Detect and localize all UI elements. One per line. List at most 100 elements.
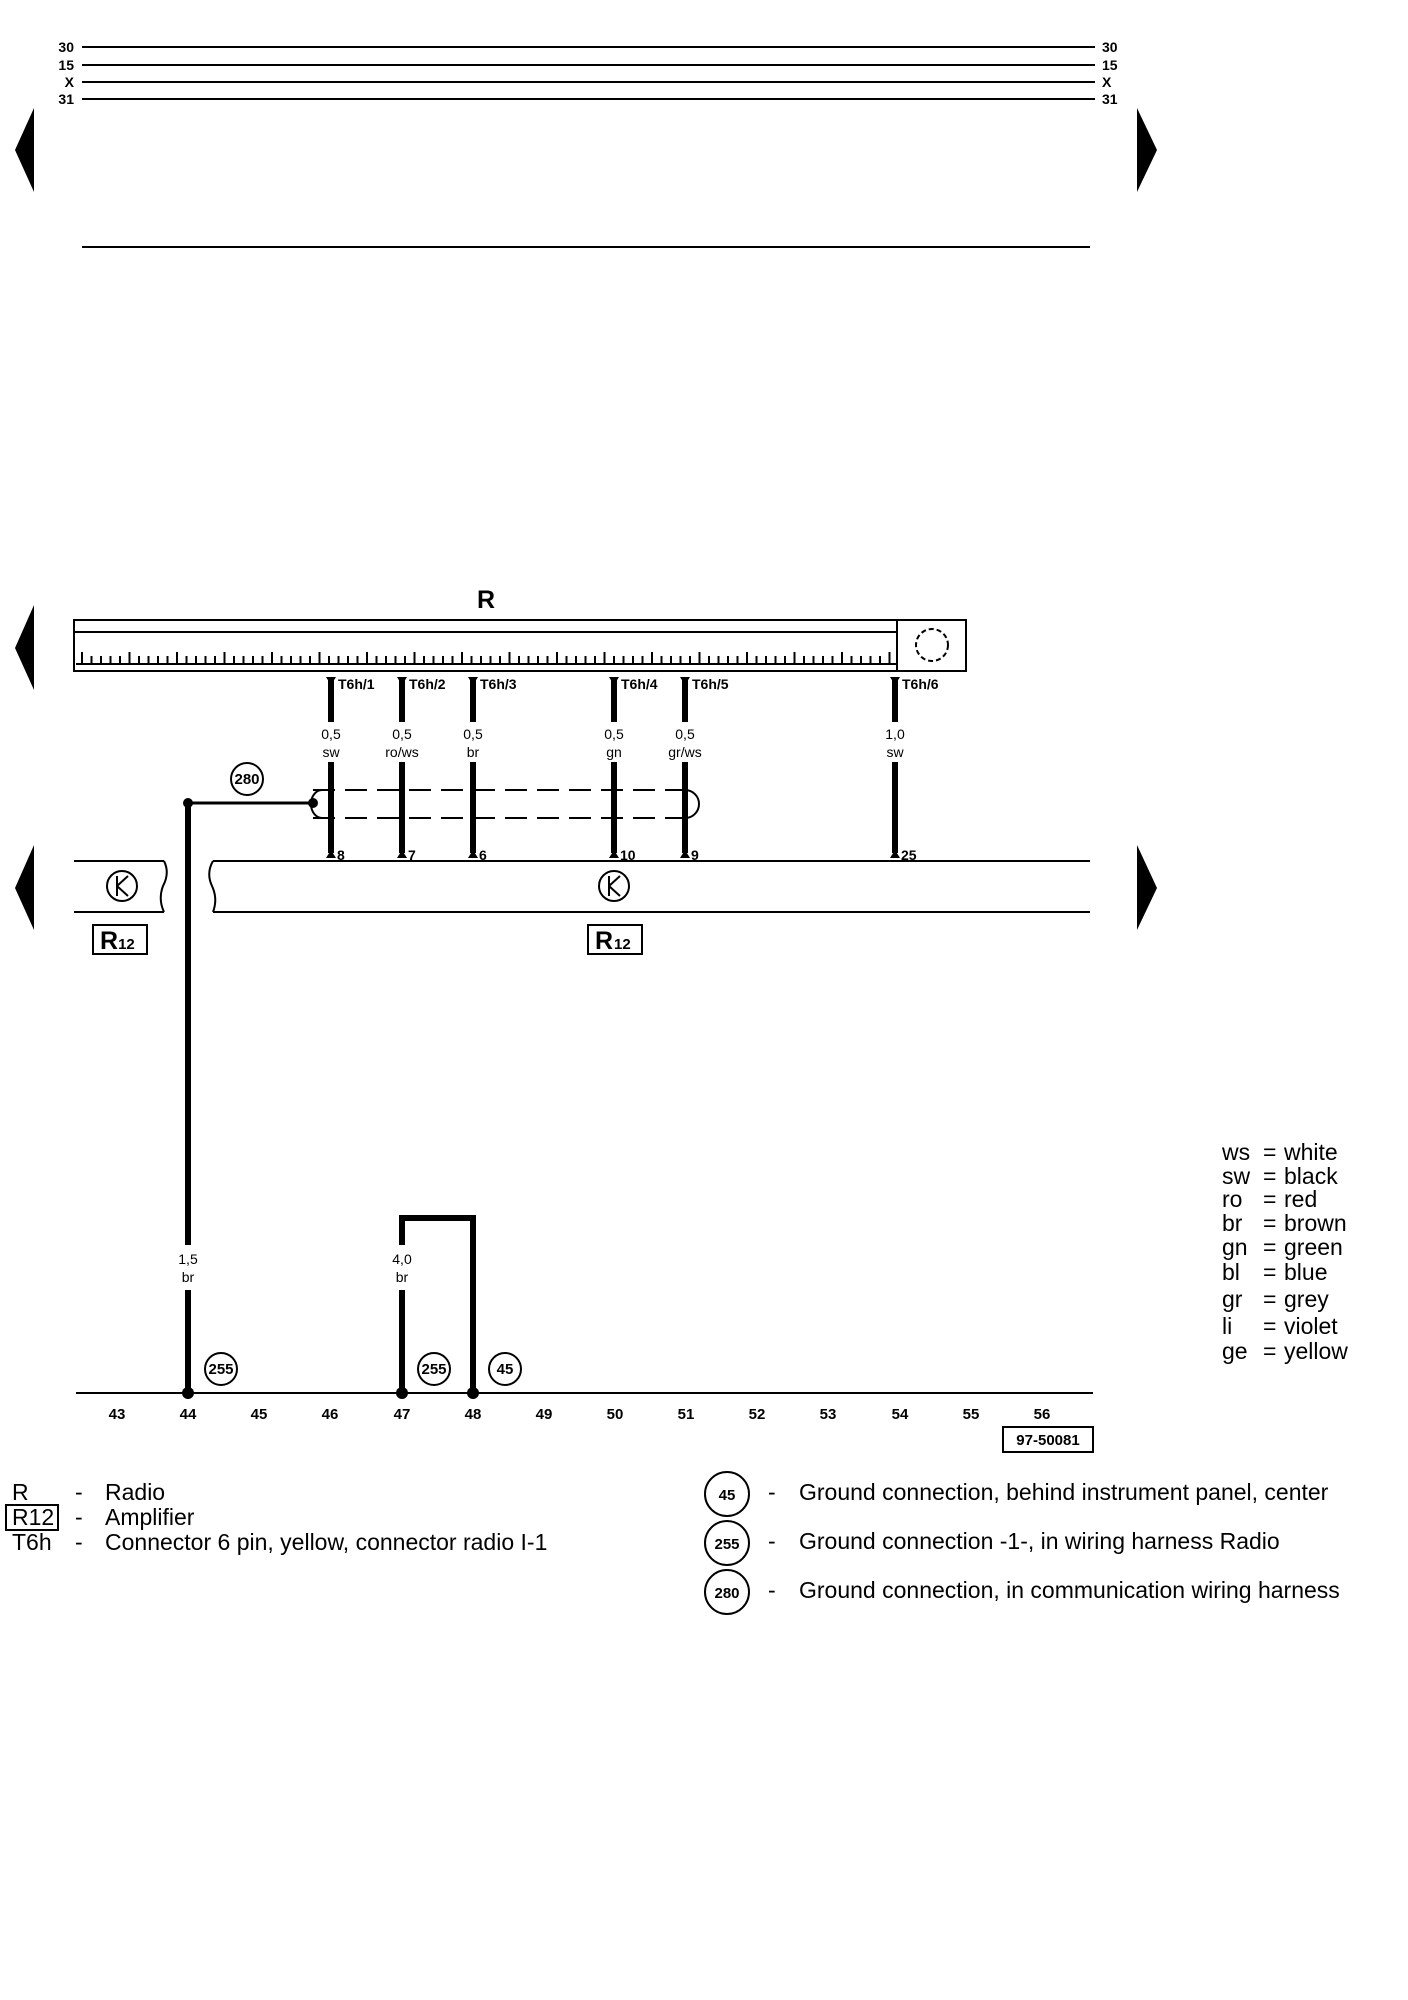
wire-arrow-icon: [468, 677, 478, 685]
color-key-code: br: [1222, 1210, 1243, 1236]
ground-280-badge: 280: [230, 762, 264, 796]
connector-id-label: T6h/5: [692, 676, 729, 692]
legend-desc: Connector 6 pin, yellow, connector radio…: [105, 1529, 547, 1555]
wire-arrow-icon: [397, 677, 407, 685]
color-key-code: gr: [1222, 1286, 1243, 1312]
radio-connector-strip: [76, 652, 896, 665]
arrow-left-icon-amplifier[interactable]: [15, 845, 34, 930]
legend-desc: Ground connection, behind instrument pan…: [799, 1479, 1329, 1505]
wire-color-label: br: [396, 1269, 409, 1285]
wire-t6h-1: T6h/1 0,5 sw 8: [321, 676, 375, 863]
wire-gauge-label: 4,0: [392, 1251, 412, 1267]
pin-number-label: 7: [408, 847, 416, 863]
column-number: 51: [678, 1406, 695, 1423]
legend-dash: -: [768, 1577, 776, 1603]
amplifier-symbol-icon: [106, 870, 138, 902]
wire-arrow-icon: [890, 677, 900, 685]
wire-color-label: br: [467, 744, 480, 760]
arrow-left-icon-radio[interactable]: [15, 605, 34, 690]
rail-label-30-right: 30: [1102, 39, 1118, 55]
color-key-name: yellow: [1284, 1338, 1348, 1364]
wire-gauge-label: 0,5: [392, 726, 412, 742]
color-key-code: ro: [1222, 1186, 1242, 1212]
color-key-code: sw: [1222, 1163, 1251, 1189]
legend-dash: -: [75, 1529, 83, 1555]
legend-ground-code: 45: [719, 1487, 736, 1504]
column-number: 50: [607, 1406, 624, 1423]
shield-ground-line: [183, 798, 318, 808]
column-number: 52: [749, 1406, 766, 1423]
rail-label-x-left: X: [65, 74, 75, 90]
column-number: 54: [892, 1406, 909, 1423]
connector-id-label: T6h/1: [338, 676, 375, 692]
rail-label-15-left: 15: [58, 57, 74, 73]
wire-gauge-label: 0,5: [321, 726, 341, 742]
wire-arrow-icon: [890, 850, 900, 858]
wire-t6h-2: T6h/2 0,5 ro/ws 7: [385, 676, 446, 863]
radio-unit: [73, 619, 967, 672]
pin-number-label: 25: [901, 847, 917, 863]
legend-dash: -: [768, 1528, 776, 1554]
color-key-eq: =: [1263, 1139, 1276, 1165]
ground-wire-left: 1,5 br: [178, 803, 198, 1393]
wire-t6h-4: T6h/4 0,5 gn 10: [604, 676, 658, 863]
color-key-name: brown: [1284, 1210, 1347, 1236]
wire-color-label: ro/ws: [385, 744, 418, 760]
arrow-left-icon-rails[interactable]: [15, 108, 34, 192]
ground-45-badge: 45: [488, 1352, 522, 1386]
column-number: 55: [963, 1406, 980, 1423]
column-number: 56: [1034, 1406, 1051, 1423]
color-key-code: gn: [1222, 1234, 1248, 1260]
legend-dash: -: [768, 1479, 776, 1505]
connector-id-label: T6h/4: [621, 676, 658, 692]
wire-t6h-3: T6h/3 0,5 br 6: [463, 676, 517, 863]
radio-label: R: [477, 586, 495, 614]
color-key-name: violet: [1284, 1313, 1338, 1339]
rail-label-x-right: X: [1102, 74, 1112, 90]
color-key-eq: =: [1263, 1234, 1276, 1260]
ground-255-label: 255: [208, 1361, 233, 1378]
wire-color-label: sw: [322, 744, 340, 760]
doc-id-box: 97-50081: [1002, 1426, 1094, 1453]
connector-id-label: T6h/6: [902, 676, 939, 692]
column-number: 44: [180, 1406, 197, 1423]
legend-desc: Ground connection, in communication wiri…: [799, 1577, 1340, 1603]
pin-number-label: 6: [479, 847, 487, 863]
ground-junctions: [182, 1387, 479, 1399]
color-key-eq: =: [1263, 1210, 1276, 1236]
color-key-name: white: [1283, 1139, 1338, 1165]
color-key-name: blue: [1284, 1259, 1327, 1285]
legend-code: R: [12, 1479, 29, 1505]
rail-label-30-left: 30: [58, 39, 74, 55]
rail-label-15-right: 15: [1102, 57, 1118, 73]
amplifier-label: R12: [100, 927, 135, 955]
connector-id-label: T6h/2: [409, 676, 446, 692]
rail-labels-left: 30 15 X 31: [58, 39, 74, 107]
wire-color-label: sw: [886, 744, 904, 760]
legend-code: R12: [12, 1504, 54, 1530]
arrow-right-icon-rails[interactable]: [1137, 108, 1157, 192]
pin-number-label: 10: [620, 847, 636, 863]
color-key-eq: =: [1263, 1259, 1276, 1285]
legend-components: R - Radio R12 - Amplifier T6h - Connecto…: [5, 1479, 547, 1555]
wire-arrow-icon: [609, 850, 619, 858]
connector-id-label: T6h/3: [480, 676, 517, 692]
connector-wires: T6h/1 0,5 sw 8 T6h/2 0,5 ro/ws 7 T6h/3 0…: [321, 676, 939, 863]
shield-braid: [310, 789, 700, 819]
color-key-code: li: [1222, 1313, 1232, 1339]
amplifier-label-sub: 12: [614, 936, 631, 953]
legend-dash: -: [75, 1479, 83, 1505]
wire-gauge-label: 0,5: [604, 726, 624, 742]
column-number: 45: [251, 1406, 268, 1423]
arrow-right-icon-amplifier[interactable]: [1137, 845, 1157, 930]
legend-code-box: [5, 1504, 59, 1531]
legend-ground-code: 255: [714, 1536, 739, 1553]
ground-255-badge-mid: 255: [417, 1352, 451, 1386]
legend-grounds: 45 - Ground connection, behind instrumen…: [704, 1471, 1340, 1615]
color-key-eq: =: [1263, 1286, 1276, 1312]
wire-arrow-icon: [609, 677, 619, 685]
wire-arrow-icon: [680, 677, 690, 685]
legend-desc: Radio: [105, 1479, 165, 1505]
wire-t6h-5: T6h/5 0,5 gr/ws 9: [668, 676, 729, 863]
